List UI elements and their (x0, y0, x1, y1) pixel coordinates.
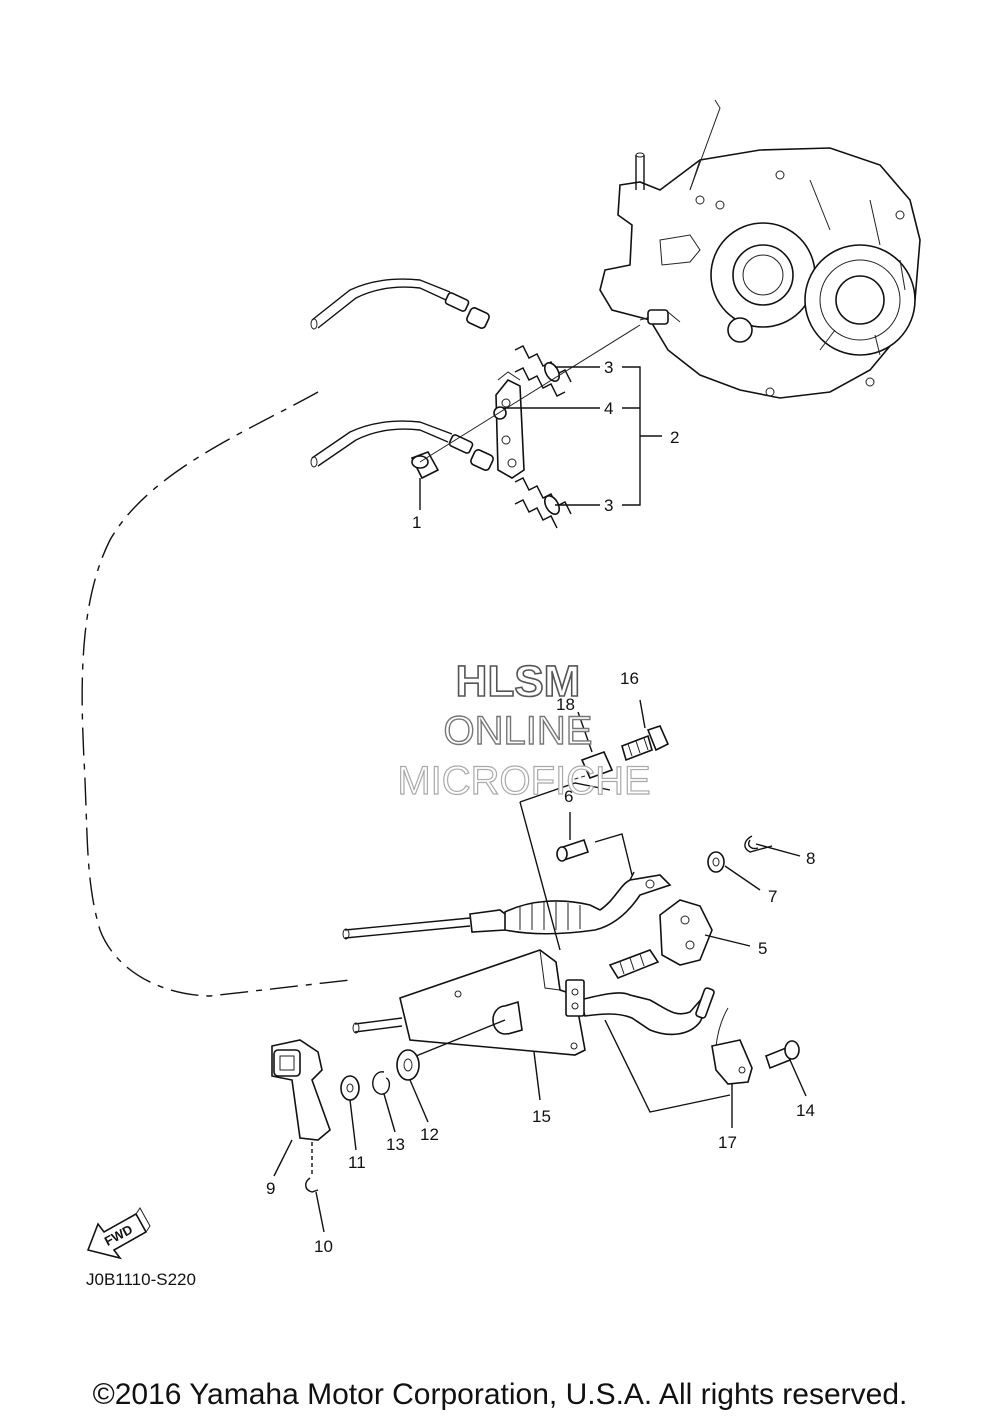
watermark-line1: HLSM (456, 657, 581, 706)
watermark: HLSM ONLINE MICROFICHE (397, 656, 652, 803)
callout-3a: 3 (604, 358, 613, 377)
callout-13: 13 (386, 1135, 405, 1154)
watermark-line3: MICROFICHE (397, 759, 650, 803)
callout-17: 17 (718, 1133, 737, 1152)
callout-6: 6 (564, 787, 573, 806)
cable-routing-line (81, 391, 351, 997)
upper-leaders (419, 366, 662, 510)
callout-4: 4 (604, 399, 613, 418)
callout-8: 8 (806, 849, 815, 868)
upper-cable-assembly (310, 278, 641, 529)
callout-3b: 3 (604, 496, 613, 515)
callout-10: 10 (314, 1237, 333, 1256)
spring-lower (514, 477, 572, 529)
spring-upper (514, 345, 572, 397)
callout-18: 18 (556, 695, 575, 714)
callout-14: 14 (796, 1101, 815, 1120)
callout-2: 2 (670, 428, 679, 447)
diagram-code: J0B1110-S220 (86, 1270, 196, 1289)
fwd-arrow: FWD (86, 1207, 151, 1260)
watermark-line2: ONLINE (444, 709, 593, 753)
callout-5: 5 (758, 939, 767, 958)
callout-11: 11 (348, 1153, 366, 1172)
callout-9: 9 (266, 1179, 275, 1198)
callout-15: 15 (532, 1107, 551, 1126)
lower-assembly (271, 725, 800, 1193)
engine-housing (599, 99, 921, 399)
callout-16: 16 (620, 669, 639, 688)
copyright-notice: ©2016 Yamaha Motor Corporation, U.S.A. A… (92, 1378, 908, 1411)
callout-12: 12 (420, 1125, 439, 1144)
lower-leaders (273, 699, 807, 1233)
callouts: 1 2 3 3 4 5 6 7 8 9 10 11 12 13 14 15 16… (266, 358, 815, 1256)
callout-1: 1 (412, 513, 421, 532)
callout-7: 7 (768, 887, 777, 906)
